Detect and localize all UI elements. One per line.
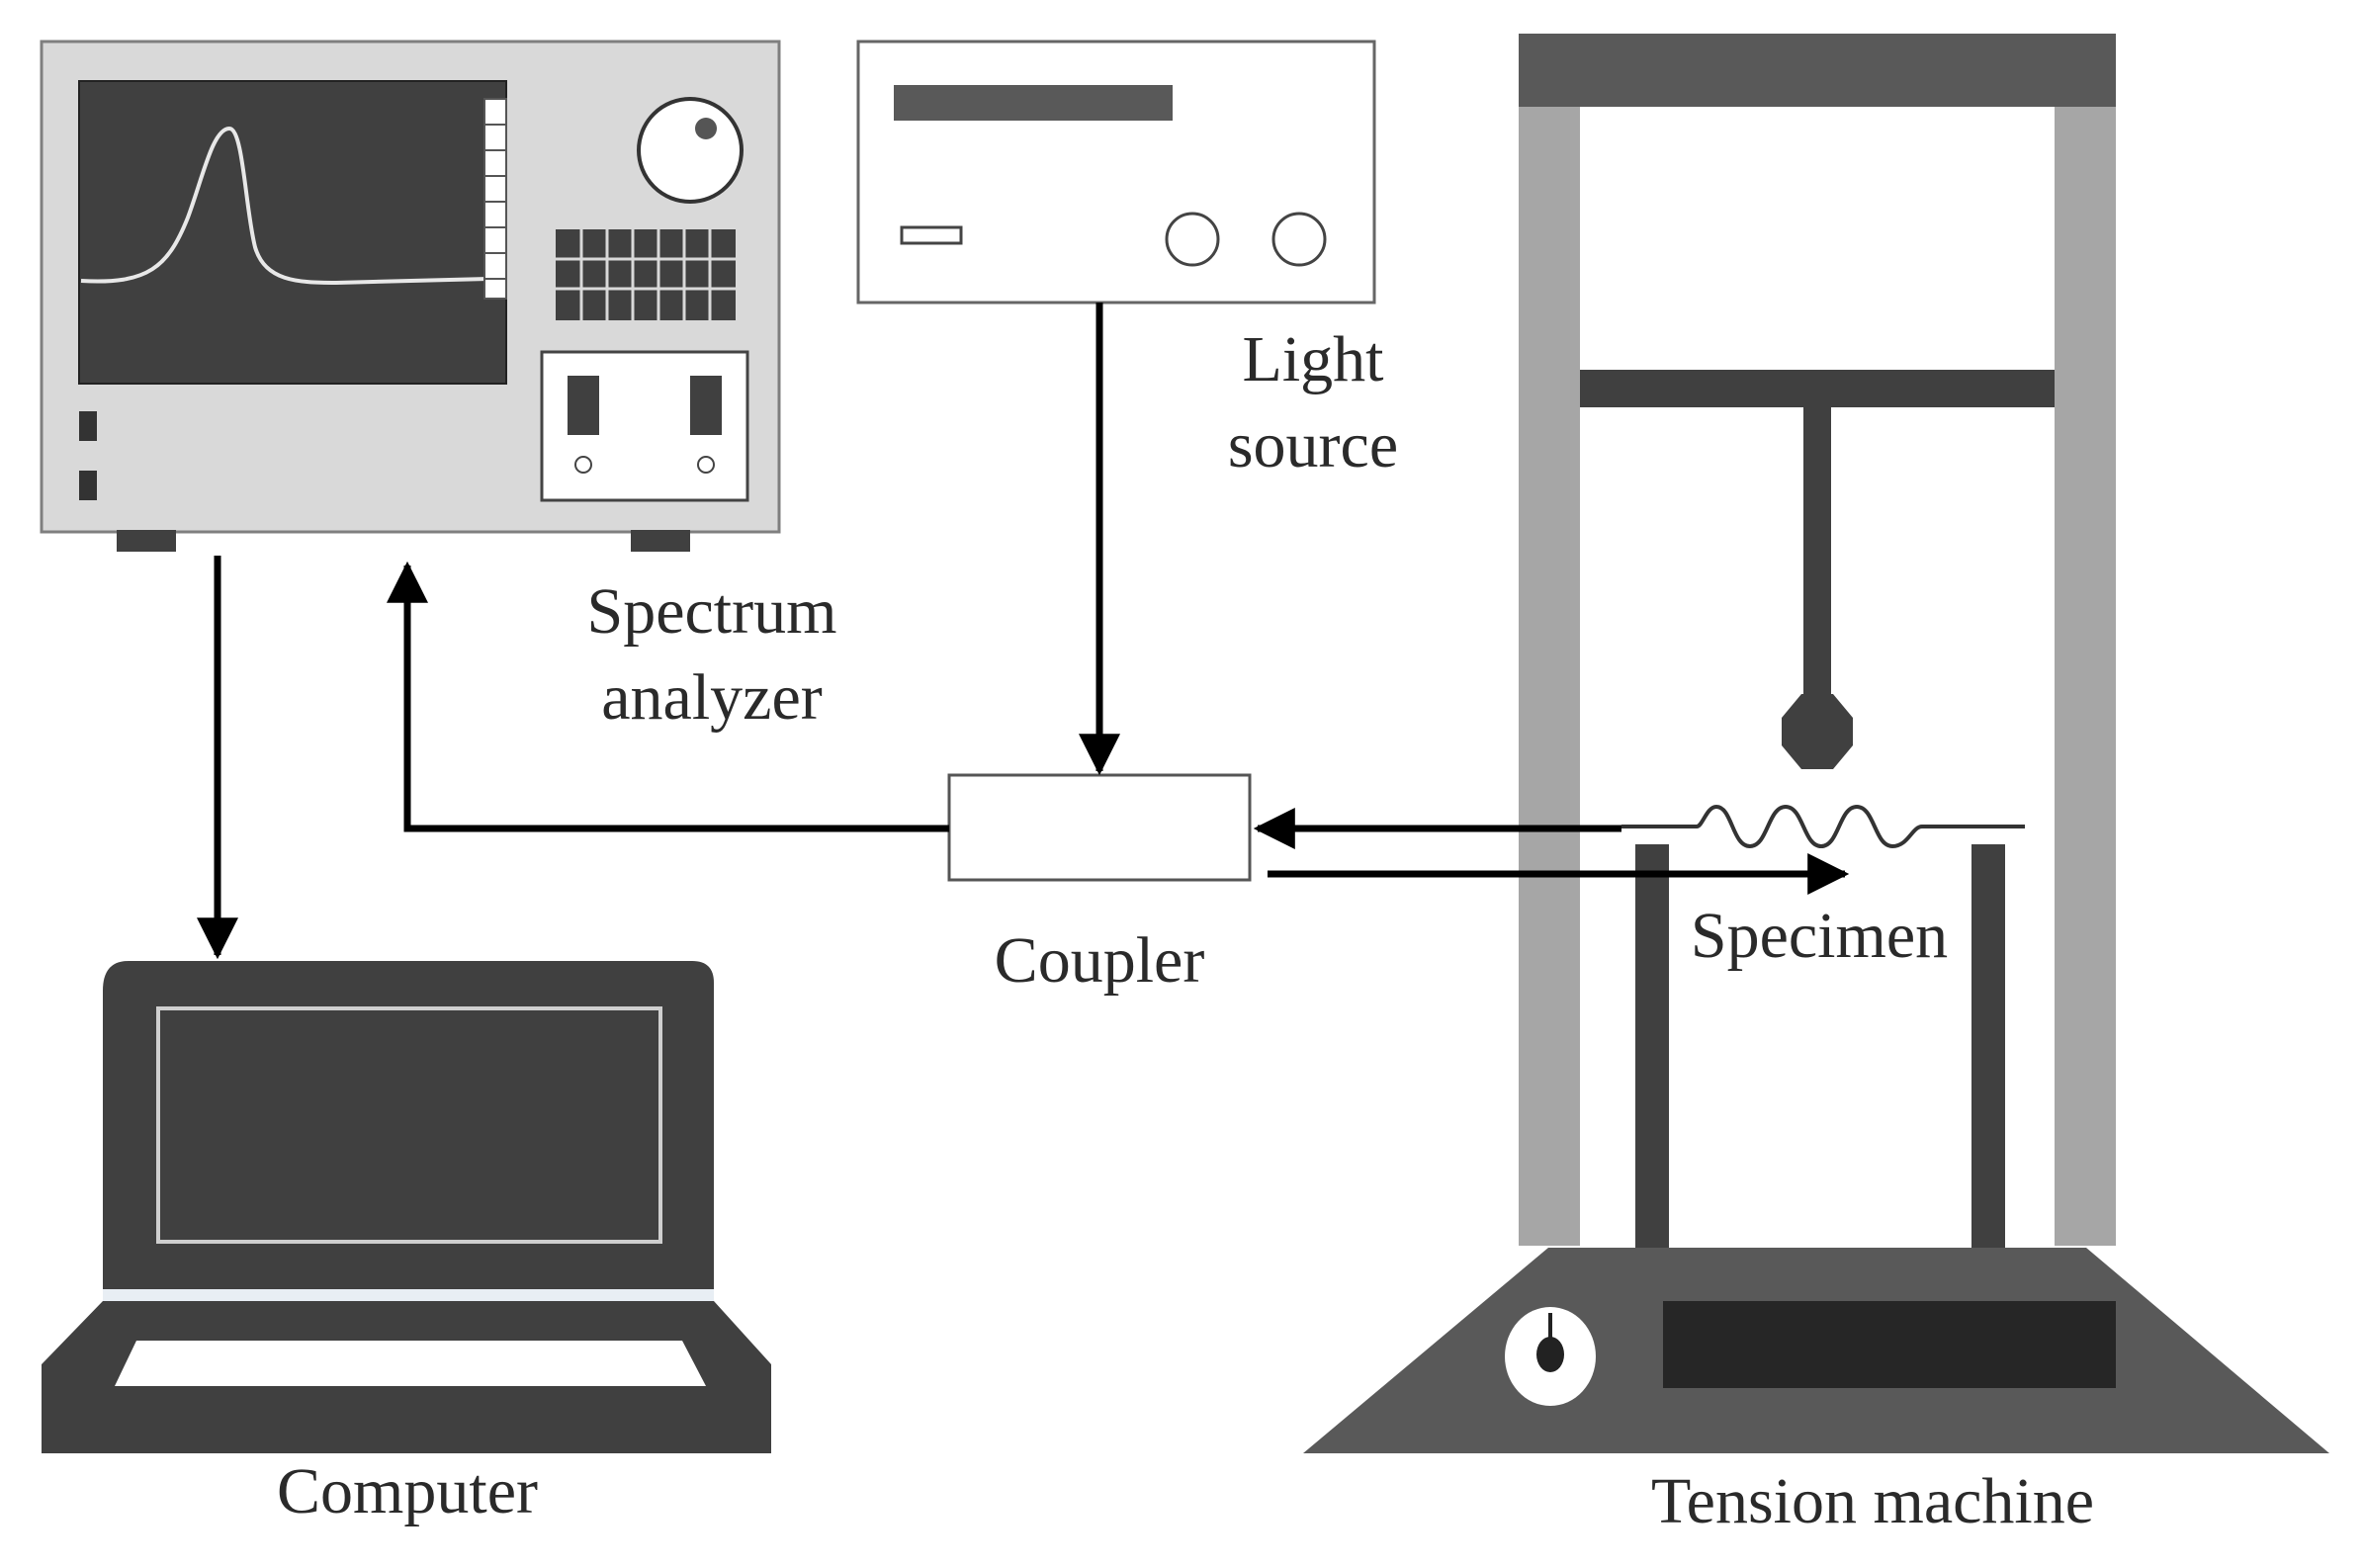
tension-machine: [1303, 34, 2329, 1453]
machine-display: [1663, 1301, 2116, 1388]
side-button-icon: [79, 411, 97, 441]
label-spectrum-analyzer: analyzer: [601, 661, 823, 734]
laptop-keyboard: [115, 1341, 706, 1386]
light-source: [856, 40, 1376, 305]
machine-column-right: [2055, 107, 2116, 1246]
label-tension-machine: Tension machine: [1651, 1465, 2094, 1537]
light-source-knob-icon: [1271, 212, 1327, 267]
light-source-knob-icon: [1165, 212, 1220, 267]
specimen-support-right: [1971, 844, 2005, 1250]
spectrum-analyzer: [40, 40, 781, 552]
knob-icon: [637, 97, 744, 204]
specimen-fiber: [1621, 804, 2025, 849]
machine-rod: [1803, 407, 1831, 694]
screen-softkeys: [483, 98, 507, 300]
light-source-display: [894, 85, 1173, 121]
analyzer-screen: [78, 80, 507, 385]
machine-top-beam: [1519, 34, 2116, 107]
connector-panel: [540, 350, 749, 502]
coupler-box: [947, 773, 1252, 882]
side-button-icon: [79, 471, 97, 500]
machine-column-left: [1519, 107, 1580, 1246]
spectrum-trace: [80, 126, 489, 286]
specimen-support-left: [1635, 844, 1669, 1250]
foot-icon: [631, 530, 690, 552]
label-specimen: Specimen: [1691, 900, 1948, 972]
computer: [42, 961, 771, 1453]
label-light-source: Light: [1243, 323, 1384, 395]
label-coupler: Coupler: [995, 924, 1205, 997]
laptop-hinge: [103, 1289, 714, 1301]
label-computer: Computer: [277, 1455, 538, 1527]
label-light-source: source: [1228, 409, 1398, 481]
light-source-slot: [900, 225, 963, 245]
keypad-icon: [556, 229, 736, 320]
laptop-screen: [156, 1006, 662, 1244]
foot-icon: [117, 530, 176, 552]
dial-icon: [1505, 1307, 1596, 1406]
label-spectrum-analyzer: Spectrum: [587, 575, 837, 648]
machine-grip-icon: [1782, 694, 1853, 769]
arrow-coupler-to-analyzer: [387, 561, 949, 832]
machine-crosshead: [1580, 370, 2055, 407]
